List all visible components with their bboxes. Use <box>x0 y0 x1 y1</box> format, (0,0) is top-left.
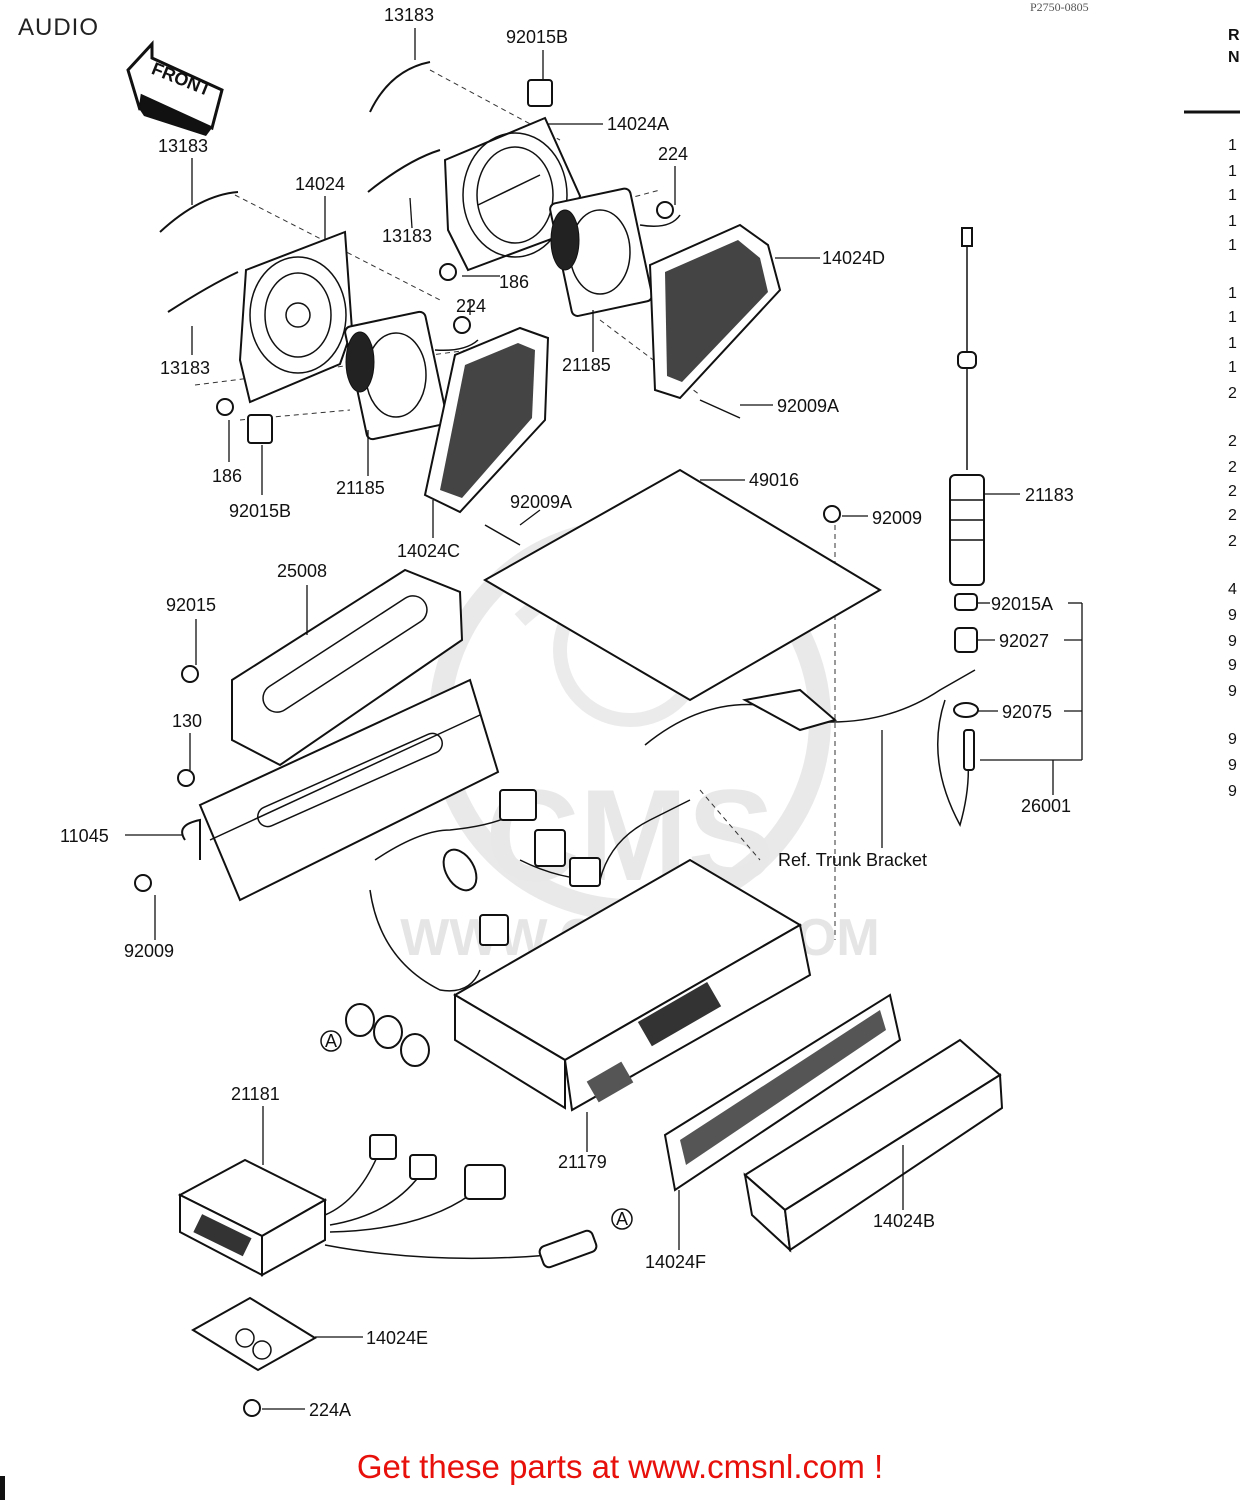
speaker-grille-14024c <box>423 326 550 514</box>
label-49016: 49016 <box>749 470 799 490</box>
corner-mark <box>0 1476 5 1500</box>
label-13183-d: 13183 <box>160 358 210 378</box>
footer-cta: Get these parts at www.cmsnl.com ! <box>0 1448 1240 1486</box>
svg-text:2: 2 <box>1228 385 1237 402</box>
page-title: AUDIO <box>18 14 100 41</box>
label-14024d: 14024D <box>822 248 885 268</box>
svg-text:9: 9 <box>1228 633 1237 650</box>
svg-text:1: 1 <box>1228 335 1237 352</box>
svg-text:1: 1 <box>1228 285 1237 302</box>
bezel-14024f <box>663 993 902 1192</box>
svg-text:9: 9 <box>1228 607 1237 624</box>
label-92009-b: 92009 <box>124 941 174 961</box>
svg-text:2: 2 <box>1228 533 1237 550</box>
label-92009-a: 92009 <box>872 508 922 528</box>
speaker-21185-left <box>344 310 479 441</box>
front-arrow: FRONT <box>126 40 224 136</box>
label-21185-a: 21185 <box>562 355 611 375</box>
label-13183-a: 13183 <box>384 5 434 25</box>
wiring-harness <box>345 789 691 1067</box>
svg-text:1: 1 <box>1228 309 1237 326</box>
label-224-a: 224 <box>658 144 688 164</box>
svg-text:2: 2 <box>1228 459 1237 476</box>
svg-text:R: R <box>1228 27 1240 44</box>
label-92015: 92015 <box>166 595 216 615</box>
antenna-cable-26001 <box>644 669 976 827</box>
label-92009a-b: 92009A <box>510 492 572 512</box>
radio-unit-21179 <box>453 858 812 1112</box>
label-92015b-b: 92015B <box>229 501 291 521</box>
straps-13183 <box>159 61 441 313</box>
svg-text:A: A <box>325 1031 337 1051</box>
svg-text:9: 9 <box>1228 783 1237 800</box>
side-table-fragments: R N 1 1 1 1 1 1 1 1 1 2 2 2 2 2 2 4 9 9 … <box>1184 27 1240 800</box>
cover-14024b <box>743 1038 1004 1253</box>
antenna-hardware <box>953 593 979 718</box>
speaker-housing-14024a <box>443 116 582 272</box>
footer-link[interactable]: Get these parts at www.cmsnl.com ! <box>356 1448 884 1485</box>
svg-text:A: A <box>616 1209 628 1229</box>
svg-text:2: 2 <box>1228 433 1237 450</box>
svg-text:1: 1 <box>1228 237 1237 254</box>
label-14024: 14024 <box>295 174 345 194</box>
svg-text:1: 1 <box>1228 213 1237 230</box>
label-21181: 21181 <box>231 1084 280 1104</box>
svg-text:2: 2 <box>1228 483 1237 500</box>
label-ref-trunk-bracket: Ref. Trunk Bracket <box>778 850 927 870</box>
document-code: P2750-0805 <box>1030 0 1089 14</box>
label-92015b-a: 92015B <box>506 27 568 47</box>
part-labels: 13183 92015B 14024A 224 13183 14024 1318… <box>60 5 1074 1420</box>
label-92015a: 92015A <box>991 594 1053 614</box>
speaker-housing-14024 <box>238 230 354 404</box>
svg-text:9: 9 <box>1228 657 1237 674</box>
svg-text:N: N <box>1228 49 1240 66</box>
label-14024e: 14024E <box>366 1328 428 1348</box>
antenna-21183 <box>949 227 985 586</box>
svg-text:2: 2 <box>1228 507 1237 524</box>
label-14024c: 14024C <box>397 541 460 561</box>
stay-11045 <box>181 678 500 902</box>
small-fasteners <box>134 79 841 1417</box>
label-21185-b: 21185 <box>336 478 385 498</box>
label-224-b: 224 <box>456 296 486 316</box>
label-92075: 92075 <box>1002 702 1052 722</box>
svg-text:9: 9 <box>1228 683 1237 700</box>
connector-marker-a-2: A <box>611 1208 633 1230</box>
label-92027: 92027 <box>999 631 1049 651</box>
svg-text:4: 4 <box>1228 581 1237 598</box>
cover-14024e <box>191 1296 317 1372</box>
sheet-49016 <box>482 468 882 702</box>
bracket-25008 <box>231 568 464 767</box>
label-21179: 21179 <box>558 1152 607 1172</box>
label-130: 130 <box>172 711 202 731</box>
label-13183-c: 13183 <box>382 226 432 246</box>
leader-lines <box>125 28 1083 1410</box>
label-26001: 26001 <box>1021 796 1071 816</box>
connector-marker-a-1: A <box>320 1030 342 1052</box>
label-21183: 21183 <box>1025 485 1074 505</box>
speaker-21185-right <box>549 187 681 317</box>
svg-text:9: 9 <box>1228 731 1237 748</box>
label-224a: 224A <box>309 1400 351 1420</box>
label-14024f: 14024F <box>645 1252 706 1272</box>
svg-text:1: 1 <box>1228 163 1237 180</box>
label-186-a: 186 <box>499 272 529 292</box>
label-186-b: 186 <box>212 466 242 486</box>
label-92009a-a: 92009A <box>777 396 839 416</box>
label-11045: 11045 <box>60 826 109 846</box>
speaker-grille-14024d <box>648 223 782 400</box>
label-25008: 25008 <box>277 561 327 581</box>
svg-text:9: 9 <box>1228 757 1237 774</box>
svg-text:1: 1 <box>1228 187 1237 204</box>
svg-text:1: 1 <box>1228 137 1237 154</box>
label-14024b: 14024B <box>873 1211 935 1231</box>
svg-text:1: 1 <box>1228 359 1237 376</box>
label-13183-b: 13183 <box>158 136 208 156</box>
label-14024a: 14024A <box>607 114 669 134</box>
amplifier-21181 <box>177 1134 598 1277</box>
